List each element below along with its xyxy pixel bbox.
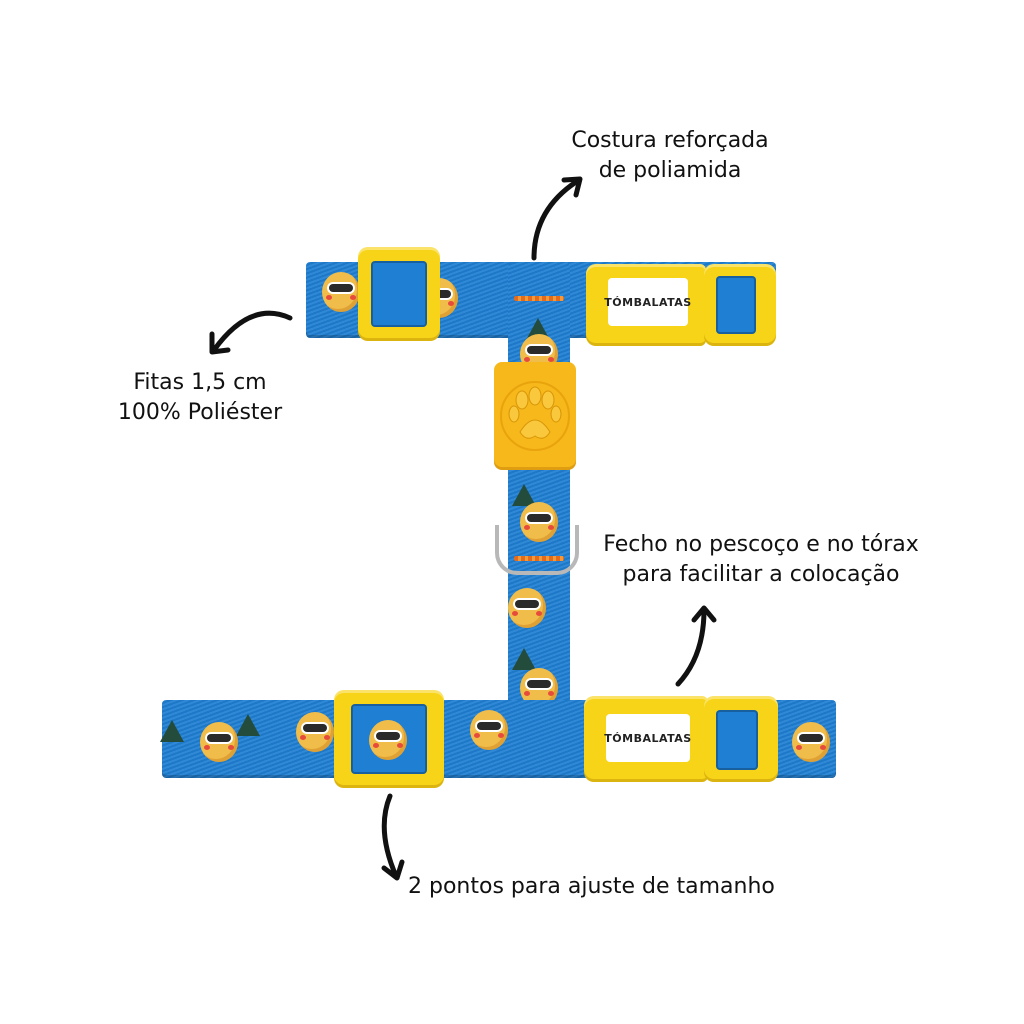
pineapple-print [508, 588, 546, 628]
pineapple-print [369, 720, 407, 760]
slider-opening [371, 261, 427, 327]
adjust-label-line1: 2 pontos para ajuste de tamanho [408, 874, 775, 899]
paw-connector-plate [494, 362, 576, 470]
closure-label: Fecho no pescoço e no tórax para facilit… [586, 530, 936, 590]
curved-arrow-up-right-icon [531, 176, 583, 261]
brand-name: TÓMBALATAS [604, 295, 692, 309]
closure-label-line1: Fecho no pescoço e no tórax [603, 532, 919, 557]
pineapple-print [200, 722, 238, 762]
slider-opening [351, 704, 427, 774]
stitching-label: Costura reforçada de poliamida [560, 126, 780, 186]
stitching-label-line2: de poliamida [598, 158, 742, 183]
pineapple-leaves [512, 648, 536, 670]
curved-arrow-up-icon [675, 605, 717, 687]
chest-buckle-receiver[interactable] [704, 696, 778, 782]
chest-adjust-slider[interactable] [334, 690, 444, 788]
pineapple-print [296, 712, 334, 752]
pineapple-leaves [160, 720, 184, 742]
pineapple-print [470, 710, 508, 750]
adjust-label: 2 pontos para ajuste de tamanho [408, 872, 775, 902]
neck-adjust-slider[interactable] [358, 247, 440, 341]
pineapple-leaves [512, 484, 536, 506]
paw-icon [500, 381, 570, 451]
brand-name: TÓMBALATAS [604, 731, 692, 745]
curved-arrow-down-icon [381, 793, 405, 881]
pineapple-print [792, 722, 830, 762]
pineapple-print [520, 502, 558, 542]
buckle-opening [716, 276, 756, 334]
closure-label-line2: para facilitar a colocação [622, 562, 900, 587]
d-ring[interactable] [495, 525, 579, 575]
straps-label: Fitas 1,5 cm 100% Poliéster [100, 368, 300, 428]
curved-arrow-down-left-icon [209, 310, 293, 355]
straps-label-line2: 100% Poliéster [117, 400, 283, 425]
neck-release-buckle[interactable]: TÓMBALATAS [586, 264, 706, 346]
brand-logo-tag: TÓMBALATAS [604, 278, 691, 326]
straps-label-line1: Fitas 1,5 cm [133, 370, 267, 395]
pineapple-print [322, 272, 360, 312]
pineapple-leaves [236, 714, 260, 736]
reinforced-stitching [514, 556, 564, 561]
buckle-opening [716, 710, 758, 770]
reinforced-stitching [514, 296, 564, 301]
chest-release-buckle[interactable]: TÓMBALATAS [584, 696, 708, 782]
brand-logo-tag: TÓMBALATAS [604, 714, 692, 762]
stitching-label-line1: Costura reforçada [571, 128, 769, 153]
neck-buckle-receiver[interactable] [704, 264, 776, 346]
